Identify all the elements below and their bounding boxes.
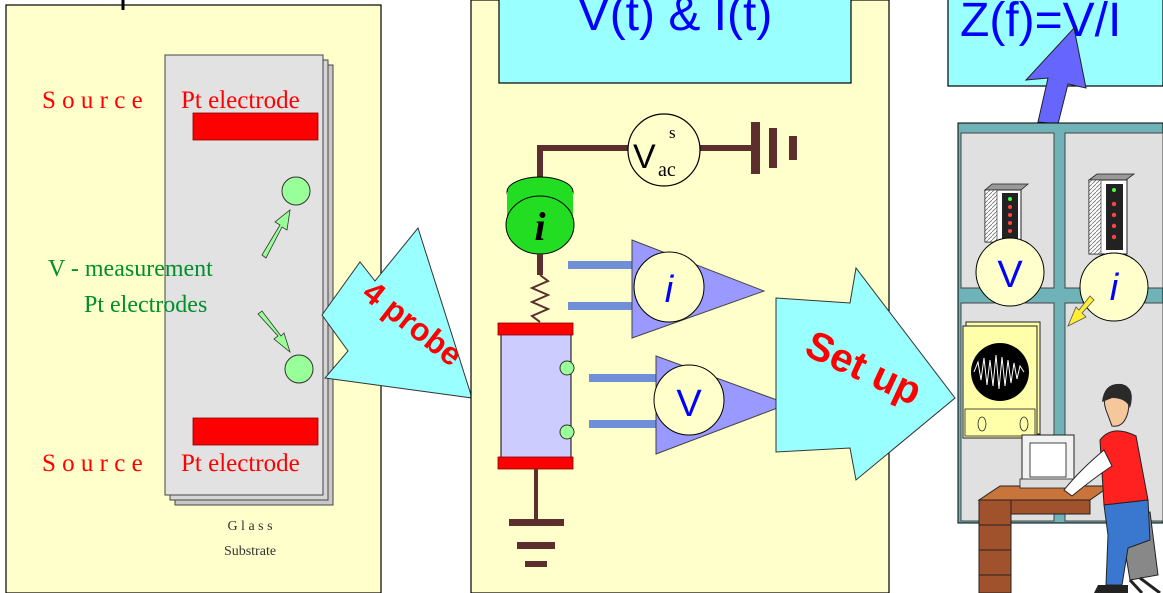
vt-it-box bbox=[498, 0, 852, 84]
computer-screen bbox=[1029, 442, 1067, 478]
ground-plate-3 bbox=[789, 136, 797, 160]
ground-bar-3 bbox=[525, 561, 547, 567]
voltmeter-device bbox=[983, 183, 1030, 243]
voltmeter-symbol: V bbox=[997, 254, 1023, 296]
electrode-label-top: Pt electrode bbox=[181, 87, 300, 114]
person-legs bbox=[1103, 499, 1151, 586]
substrate-label: Substrate bbox=[224, 544, 276, 559]
source-label-bottom: S o u r c e bbox=[42, 450, 143, 477]
v-amplifier-circle bbox=[653, 364, 725, 436]
wire-source bbox=[537, 145, 628, 190]
i-amp-lead-top bbox=[568, 261, 634, 269]
ground-plate-1 bbox=[751, 122, 760, 174]
pt-electrodes-label: Pt electrodes bbox=[84, 292, 207, 318]
ac-source-sup: s bbox=[669, 123, 676, 142]
source-label-top: S o u r c e bbox=[42, 87, 143, 114]
voltmeter-circle bbox=[975, 237, 1045, 307]
operator-at-computer bbox=[977, 383, 1161, 593]
ac-source-sub: ac bbox=[658, 159, 676, 181]
ac-source bbox=[627, 113, 701, 187]
person-shoes bbox=[1094, 585, 1128, 593]
ac-source-v: V bbox=[633, 138, 656, 176]
v-electrode-bottom bbox=[284, 354, 314, 384]
oscilloscope bbox=[962, 321, 1041, 439]
sample-panel: S o u r c e Pt electrode S o u r c e Pt … bbox=[5, 0, 382, 593]
source-electrode-bottom bbox=[192, 417, 319, 446]
ground-bar-1 bbox=[509, 519, 564, 526]
i-amp-lead-bottom bbox=[568, 302, 634, 310]
i-amplifier-circle bbox=[633, 251, 705, 323]
vt-it-label: V(t) & I(t) bbox=[578, 0, 773, 41]
sample-v-electrode-top bbox=[559, 360, 575, 376]
desk-drawers bbox=[978, 499, 1012, 593]
oscilloscope-waveform bbox=[973, 354, 1025, 390]
impedance-label: Z(f)=V/I bbox=[960, 0, 1121, 47]
ground-plate-2 bbox=[769, 128, 777, 168]
v-amp-lead-bottom bbox=[589, 420, 657, 428]
sample-bottom-electrode bbox=[497, 456, 574, 470]
i-amplifier-symbol: i bbox=[665, 269, 675, 311]
resistor bbox=[529, 274, 551, 323]
ammeter-symbol: i bbox=[1110, 267, 1120, 309]
ammeter-circle bbox=[1079, 252, 1149, 322]
person-hair bbox=[1102, 383, 1132, 408]
up-arrow bbox=[1024, 26, 1087, 125]
current-probe-symbol: i bbox=[534, 204, 545, 249]
ammeter-device bbox=[1087, 173, 1136, 255]
v-measurement-label: V - measurement bbox=[48, 256, 213, 282]
ground-bar-2 bbox=[517, 542, 555, 549]
circuit-panel: V(t) & I(t) V s ac i i bbox=[470, 0, 890, 593]
v-amp-lead-top bbox=[589, 374, 657, 382]
electrode-label-bottom: Pt electrode bbox=[181, 450, 300, 477]
source-electrode-top bbox=[192, 112, 319, 141]
person-vest bbox=[1099, 430, 1149, 506]
pointer-arrow-up bbox=[261, 209, 291, 259]
v-electrode-top bbox=[281, 176, 311, 206]
sample-v-electrode-bottom bbox=[559, 424, 575, 440]
sample-top-electrode bbox=[497, 322, 574, 336]
yellow-arrow bbox=[1067, 295, 1095, 327]
person-arm bbox=[1063, 449, 1113, 497]
v-amplifier-symbol: V bbox=[676, 383, 702, 425]
pointer-arrow-down bbox=[257, 310, 291, 354]
sample-block bbox=[500, 323, 572, 467]
glass-label: G l a s s bbox=[227, 519, 272, 534]
setup-arrow: Set up bbox=[775, 266, 956, 481]
